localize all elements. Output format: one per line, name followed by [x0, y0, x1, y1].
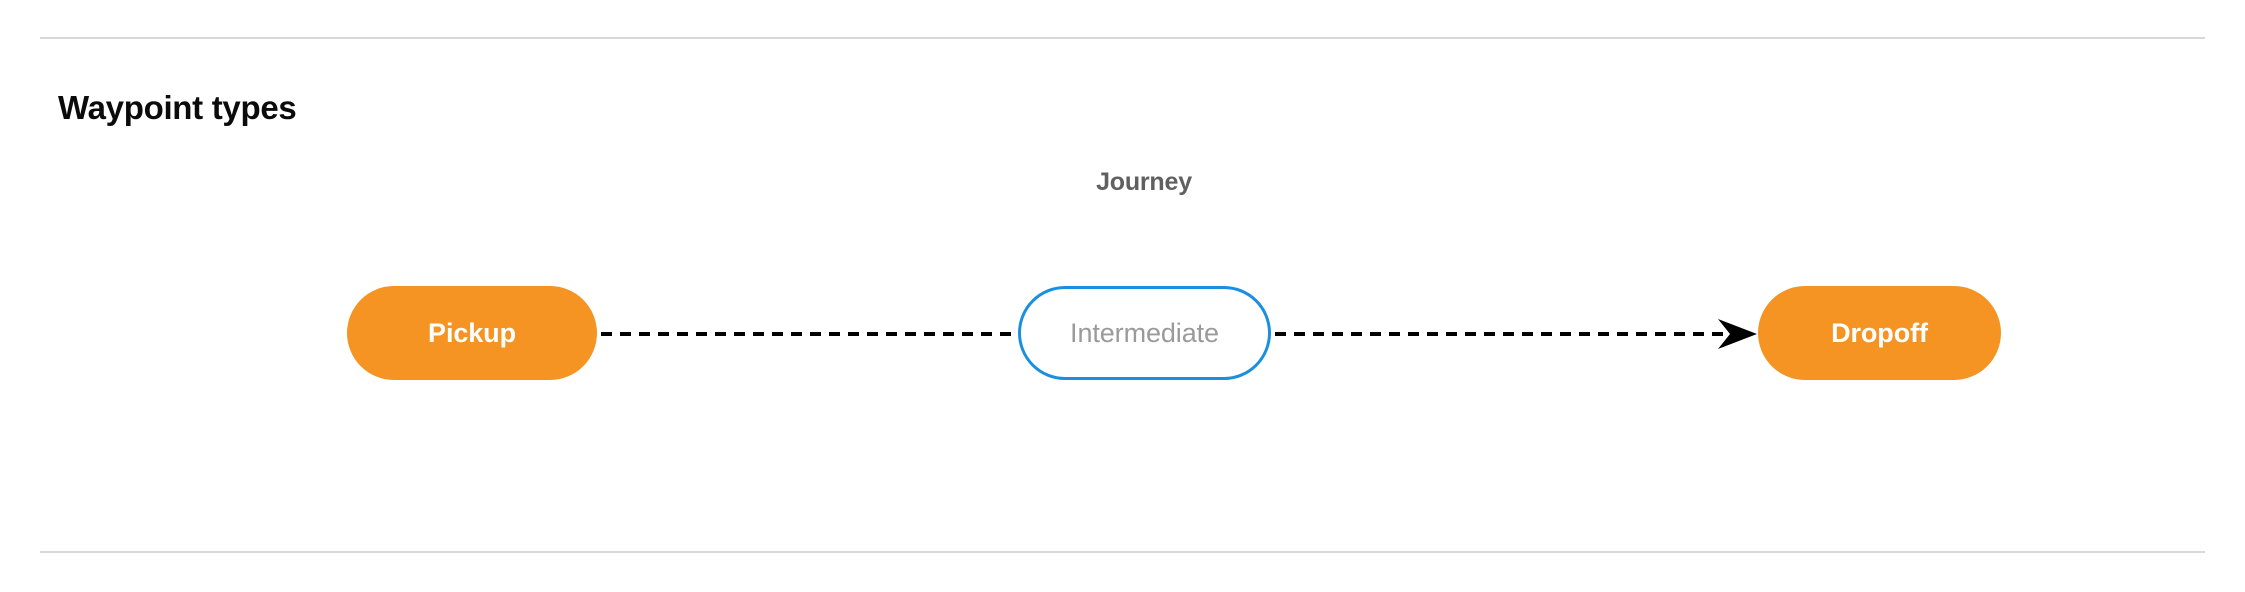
- edge-intermediate-to-dropoff: [1275, 319, 1757, 349]
- node-intermediate[interactable]: Intermediate: [1018, 286, 1271, 380]
- arrowhead-icon: [1718, 319, 1757, 349]
- node-pickup-label: Pickup: [428, 317, 516, 348]
- node-dropoff-label: Dropoff: [1831, 317, 1928, 348]
- journey-cluster-label: Journey: [1096, 168, 1192, 196]
- node-intermediate-label: Intermediate: [1070, 317, 1219, 348]
- page-title: Waypoint types: [58, 89, 297, 127]
- node-pickup[interactable]: Pickup: [347, 286, 597, 380]
- section-divider-top: [40, 37, 2205, 39]
- node-dropoff[interactable]: Dropoff: [1758, 286, 2001, 380]
- section-divider-bottom: [40, 551, 2205, 553]
